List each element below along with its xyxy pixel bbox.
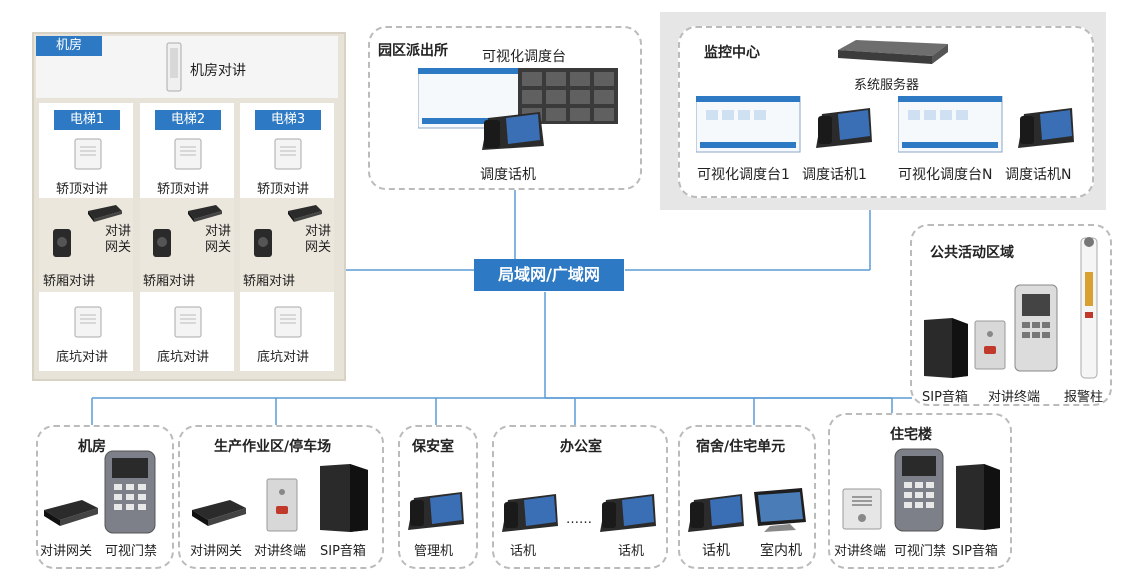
bottom-office-title: 办公室: [560, 439, 602, 455]
bottom-production-terminal-label: 对讲终端: [254, 544, 307, 559]
bottom-security-phone-label: 管理机: [414, 544, 454, 559]
pit-intercom-icon: [74, 306, 102, 338]
phone-icon: [502, 494, 558, 532]
car-top-intercom-icon: [74, 138, 102, 170]
wall-intercom-icon: [166, 42, 182, 92]
video-door-icon: [104, 450, 156, 534]
bottom-machine-gateway-label: 对讲网关: [40, 544, 93, 559]
bottom-dorm-phone-label: 话机: [702, 543, 730, 559]
gateway-icon: [192, 500, 246, 526]
bottom-machine-room-title: 机房: [78, 439, 106, 455]
elevator-3-top-label: 轿顶对讲: [257, 182, 310, 197]
video-door-icon: [894, 448, 944, 532]
police-station-title: 园区派出所: [378, 43, 448, 59]
bottom-production-gateway-label: 对讲网关: [190, 544, 243, 559]
monitor-center-title: 监控中心: [704, 45, 760, 61]
indoor-monitor-icon: [754, 488, 806, 532]
machine-room-intercom-label: 机房对讲: [190, 63, 246, 79]
car-intercom-icon: [254, 229, 272, 257]
bottom-dorm-title: 宿舍/住宅单元: [696, 439, 786, 455]
phone-n-label: 调度话机N: [1005, 167, 1072, 183]
elevator-1-tag: 电梯1: [54, 110, 120, 130]
car-intercom-icon: [53, 229, 71, 257]
sip-speaker-icon: [956, 464, 1000, 530]
police-console-label: 可视化调度台: [482, 49, 566, 65]
video-door-icon: [1014, 284, 1058, 372]
management-phone-icon: [408, 492, 464, 530]
bottom-production-title: 生产作业区/停车场: [214, 439, 332, 455]
elevator-3-car-label: 轿厢对讲: [243, 274, 296, 289]
elevator-1-top-label: 轿顶对讲: [56, 182, 109, 197]
elevator-1-gateway-label: 对讲 网关: [104, 224, 131, 255]
sip-speaker-icon: [924, 318, 968, 378]
sip-speaker-icon: [320, 464, 368, 532]
network-label: 局域网/广域网: [474, 259, 624, 291]
dispatch-phone-n-icon: [1018, 108, 1074, 148]
public-intercom-terminal-label: 对讲终端: [988, 390, 1041, 405]
bottom-residential-speaker-label: SIP音箱: [952, 544, 998, 559]
public-alarm-pillar-label: 报警柱: [1064, 390, 1104, 405]
bottom-security-title: 保安室: [412, 439, 454, 455]
bottom-production-speaker-label: SIP音箱: [320, 544, 366, 559]
server-icon: [838, 40, 948, 64]
elevator-3-tag: 电梯3: [255, 110, 321, 130]
gateway-icon: [188, 205, 222, 222]
gateway-icon: [288, 205, 322, 222]
elevator-1-pit-label: 底坑对讲: [56, 350, 109, 365]
phone-icon: [688, 494, 744, 532]
elevator-3-gateway-label: 对讲 网关: [304, 224, 331, 255]
elevator-2-gateway-label: 对讲 网关: [204, 224, 231, 255]
elevator-2-top-label: 轿顶对讲: [157, 182, 210, 197]
bottom-residential-door-label: 可视门禁: [894, 544, 947, 559]
elevator-1-car-label: 轿厢对讲: [43, 274, 96, 289]
dispatch-phone-icon: [482, 112, 544, 150]
public-area-title: 公共活动区域: [930, 245, 1014, 261]
dispatch-console-1-screen-icon: [696, 96, 801, 153]
elevator-3-pit-label: 底坑对讲: [257, 350, 310, 365]
pit-intercom-icon: [174, 306, 202, 338]
phone-1-label: 调度话机1: [802, 167, 867, 183]
dispatch-phone-1-icon: [816, 108, 872, 148]
console-1-label: 可视化调度台1: [697, 167, 790, 183]
alarm-pillar-icon: [1080, 237, 1098, 379]
bottom-residential-title: 住宅楼: [890, 427, 932, 443]
car-top-intercom-icon: [174, 138, 202, 170]
pit-intercom-icon: [274, 306, 302, 338]
gateway-icon: [44, 500, 98, 526]
public-sip-speaker-label: SIP音箱: [922, 390, 968, 405]
elevator-2-car-label: 轿厢对讲: [143, 274, 196, 289]
dispatch-console-n-screen-icon: [898, 96, 1003, 153]
car-top-intercom-icon: [274, 138, 302, 170]
phone-icon: [600, 494, 656, 532]
server-label: 系统服务器: [854, 78, 920, 93]
gateway-icon: [88, 205, 122, 222]
bottom-residential-terminal-label: 对讲终端: [834, 544, 887, 559]
console-n-label: 可视化调度台N: [898, 167, 993, 183]
car-intercom-icon: [153, 229, 171, 257]
bottom-dorm-indoor-label: 室内机: [760, 543, 802, 559]
intercom-terminal-icon: [974, 320, 1006, 370]
intercom-terminal-icon: [266, 478, 298, 532]
elevator-2-tag: 电梯2: [155, 110, 221, 130]
intercom-terminal-icon: [842, 488, 882, 530]
machine-room-tag: 机房: [36, 36, 102, 56]
police-phone-label: 调度话机: [480, 167, 536, 183]
bottom-machine-door-label: 可视门禁: [105, 544, 158, 559]
bottom-office-phone-1-label: 话机: [510, 544, 537, 559]
elevator-2-pit-label: 底坑对讲: [157, 350, 210, 365]
bottom-office-phone-2-label: 话机: [618, 544, 645, 559]
bottom-office-dots: ……: [566, 512, 592, 527]
